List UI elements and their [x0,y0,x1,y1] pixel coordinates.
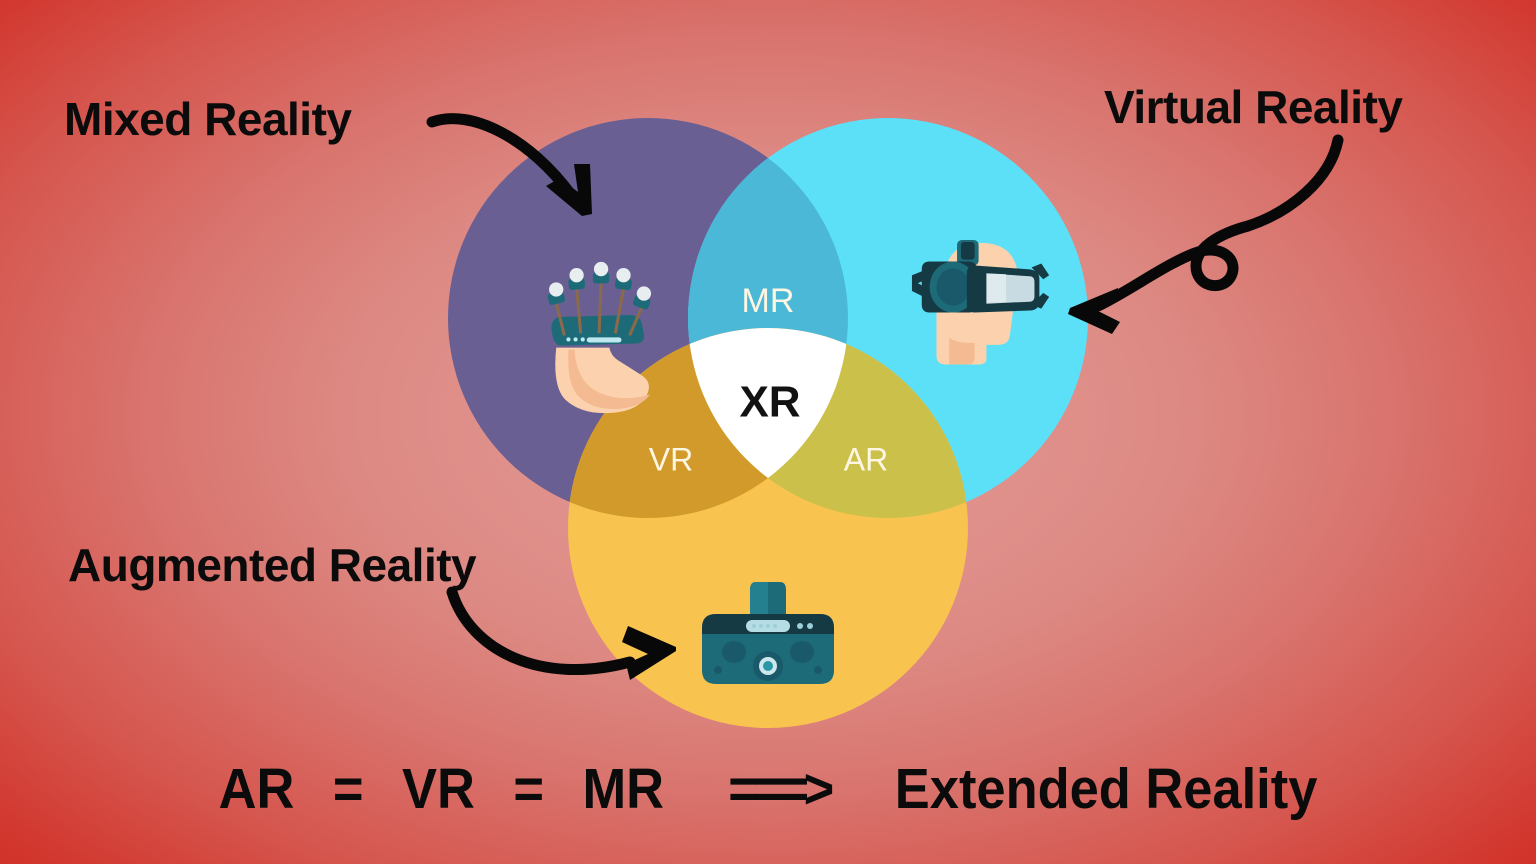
formula-term-vr: VR [401,757,475,821]
venn-diagram: MR VR AR XR [418,118,1118,768]
formula-equals-2: = [513,757,544,821]
overlap-region-vr [568,328,848,518]
venn-label-mr: MR [742,282,795,320]
venn-label-ar: AR [844,441,888,477]
formula-line: AR = VR = MR ===> Extended Reality [61,756,1474,822]
label-augmented-reality: Augmented Reality [68,539,477,591]
overlap-region-ar [688,328,968,518]
formula-equals-1: = [332,757,364,821]
label-virtual-reality: Virtual Reality [1104,81,1403,133]
formula-term-ar: AR [218,757,295,821]
formula-arrow: ===> [728,757,834,821]
venn-label-xr: XR [739,378,800,427]
formula-term-mr: MR [582,757,665,821]
venn-label-vr: VR [649,441,693,477]
venn-overlaps [568,118,968,518]
label-mixed-reality: Mixed Reality [64,93,352,145]
formula-result: Extended Reality [894,757,1318,821]
